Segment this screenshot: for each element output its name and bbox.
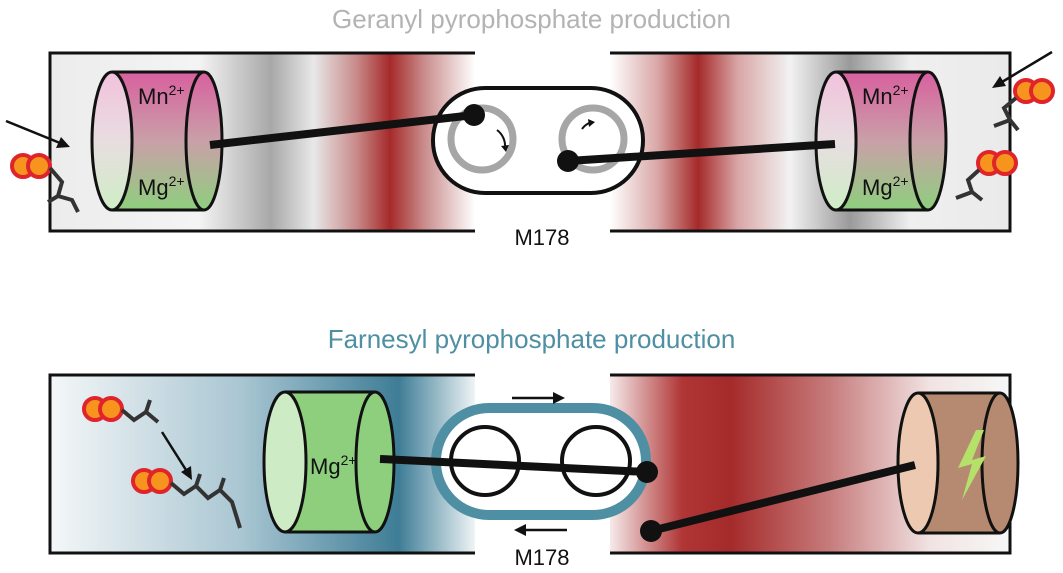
farnesyl-right-cylinder <box>896 391 1020 535</box>
geranyl-rotate-arrowhead-right-icon <box>588 119 595 127</box>
geranyl-right-ion-top-charge: 2+ <box>893 82 909 98</box>
svg-text:Mn2+: Mn2+ <box>862 82 909 109</box>
geranyl-hinge-capsule <box>431 86 645 195</box>
farnesyl-panel-title: Farnesyl pyrophosphate production <box>327 324 736 354</box>
geranyl-right-lever-arm <box>567 140 836 165</box>
svg-text:Mg2+: Mg2+ <box>138 173 185 200</box>
geranyl-right-entry-arrowhead-icon <box>992 76 1006 88</box>
geranyl-left-frame <box>48 51 475 233</box>
geranyl-rotate-arrowhead-left-icon <box>501 145 509 152</box>
farnesyl-left-frame <box>48 373 475 555</box>
geranyl-right-entry-arrow-icon <box>1001 50 1053 84</box>
geranyl-right-ion-bottom-charge: 2+ <box>893 173 909 189</box>
geranyl-panel-title: Geranyl pyrophosphate production <box>332 4 731 34</box>
pyrophosphate-molecule-icon <box>131 468 242 529</box>
pyrophosphate-molecule-icon <box>82 396 160 424</box>
geranyl-left-pivot <box>463 104 485 126</box>
farnesyl-hinge-label: M178 <box>514 545 569 570</box>
farnesyl-left-ion: Mg <box>310 454 341 479</box>
geranyl-right-pivot <box>557 150 579 172</box>
geranyl-left-ion-bottom: Mg <box>138 175 169 200</box>
pyrophosphate-molecule-icon <box>10 153 80 213</box>
geranyl-left-entry-arrow-icon <box>5 119 61 145</box>
geranyl-right-ion-top: Mn <box>862 84 893 109</box>
farnesyl-left-cylinder: Mg2+ <box>262 390 396 534</box>
geranyl-left-ion-bottom-charge: 2+ <box>169 173 185 189</box>
pyrophosphate-molecule-icon <box>955 150 1018 202</box>
geranyl-panel: Mn2+ Mg2+ Mn2+ Mg2+ <box>5 50 1055 250</box>
geranyl-left-ion-top-charge: 2+ <box>169 82 185 98</box>
farnesyl-elongation-arrowhead-icon <box>181 466 192 480</box>
farnesyl-panel: Mg2+ M1 <box>48 373 1020 570</box>
lightning-bolt-icon <box>958 430 986 500</box>
geranyl-left-entry-arrowhead-icon <box>56 137 70 148</box>
geranyl-left-cylinder: Mn2+ Mg2+ <box>90 70 224 212</box>
geranyl-right-cylinder: Mn2+ Mg2+ <box>814 70 948 212</box>
farnesyl-translate-arrowhead-bottom-icon <box>514 524 526 536</box>
farnesyl-left-lever-arm <box>379 455 648 476</box>
svg-text:Mg2+: Mg2+ <box>862 173 909 200</box>
farnesyl-left-ion-charge: 2+ <box>341 452 357 468</box>
farnesyl-hinge-right-ring <box>560 425 632 497</box>
svg-text:Mg2+: Mg2+ <box>310 452 357 479</box>
svg-text:Mn2+: Mn2+ <box>138 82 185 109</box>
farnesyl-right-lever-arm <box>650 461 916 535</box>
geranyl-left-lever-arm <box>209 111 475 149</box>
geranyl-right-frame <box>610 51 1012 233</box>
geranyl-left-ion-top: Mn <box>138 84 169 109</box>
pyrophosphate-molecule-icon <box>993 78 1055 132</box>
geranyl-hinge-right-ring <box>558 104 628 174</box>
farnesyl-elongation-arrow-icon <box>160 431 188 471</box>
geranyl-hinge-label: M178 <box>514 225 569 250</box>
farnesyl-translate-arrowhead-top-icon <box>553 392 565 404</box>
geranyl-right-ion-bottom: Mg <box>862 175 893 200</box>
farnesyl-left-pivot <box>636 461 658 483</box>
farnesyl-right-pivot <box>640 520 662 542</box>
